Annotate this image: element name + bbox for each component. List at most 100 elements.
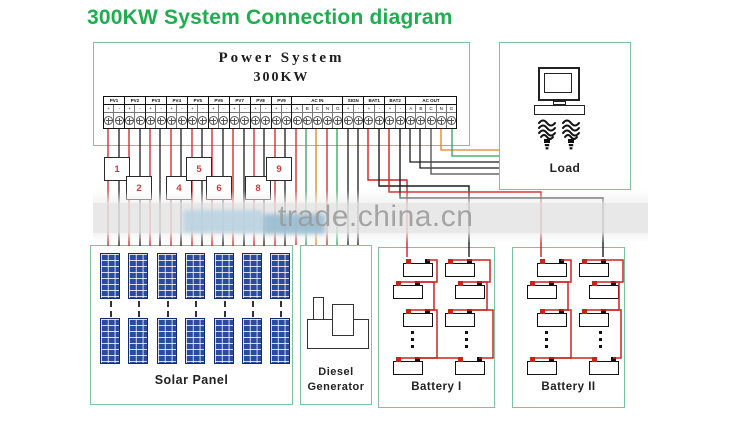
screw-icon [312, 116, 322, 125]
terminal-group-pv8: PV8 + - [250, 97, 272, 128]
terminal: A [406, 105, 417, 128]
terminal-group-pv9: PV9 + - [271, 97, 293, 128]
terminal: G [446, 105, 456, 128]
screw-icon [187, 116, 197, 125]
screw-icon [114, 116, 124, 125]
screw-icon [343, 116, 353, 125]
terminal: - [114, 105, 124, 128]
terminal: - [281, 105, 292, 128]
battery-cell [445, 259, 475, 277]
diesel-generator-box: Diesel Generator [300, 245, 372, 405]
screw-icon [333, 116, 343, 125]
screw-icon [250, 116, 260, 125]
terminal-group-bat2: BAT2 + - [385, 97, 407, 128]
terminal: B [416, 105, 427, 128]
solar-panel [214, 253, 234, 299]
ellipsis-dots-icon [411, 331, 414, 352]
watermark-logo-smudge [183, 210, 263, 233]
terminal: - [395, 105, 406, 128]
solar-panel-label: Solar Panel [154, 373, 229, 387]
screw-icon [395, 116, 405, 125]
terminal: - [156, 105, 166, 128]
terminal: + [208, 105, 220, 128]
terminal: B [302, 105, 313, 128]
screw-icon [374, 116, 384, 125]
screw-icon [125, 116, 135, 125]
terminal-group-ac-in: AC IN A B C N G [292, 97, 344, 128]
watermark-fade-bottom [93, 233, 648, 243]
terminal: - [219, 105, 229, 128]
combiner-box-1: 1 [104, 157, 130, 181]
ellipsis-dots-icon [599, 331, 602, 352]
solar-panel-box: Solar Panel [90, 245, 293, 405]
solar-panel [185, 253, 205, 299]
screw-icon [292, 116, 302, 125]
screw-icon [354, 116, 363, 125]
string-connector-dashes [224, 301, 226, 317]
screw-icon [208, 116, 218, 125]
ellipsis-dots-icon [465, 331, 468, 352]
terminal-group-pv5: PV5 + - [187, 97, 209, 128]
terminal: A [292, 105, 303, 128]
battery2-series-wiring [531, 259, 624, 359]
solar-panel [214, 318, 234, 364]
terminal-group-pv1: PV1 + - [104, 97, 125, 128]
generator-label-line2: Generator [307, 381, 365, 393]
terminal: + [145, 105, 157, 128]
solar-panel [128, 318, 148, 364]
battery-cell [455, 357, 485, 375]
terminal: + [166, 105, 178, 128]
terminal: - [353, 105, 364, 128]
string-connector-dashes [110, 301, 112, 317]
battery-cell [527, 281, 557, 299]
watermark-logo-smudge [263, 214, 325, 234]
battery-cell [537, 309, 567, 327]
screw-icon [146, 116, 156, 125]
screw-icon [364, 116, 374, 125]
load-label: Load [549, 161, 581, 175]
screw-icon [156, 116, 166, 125]
battery-cell [537, 259, 567, 277]
screw-icon [323, 116, 333, 125]
terminal-group-pv4: PV4 + - [166, 97, 188, 128]
battery2-box: Battery II [512, 247, 625, 408]
screw-icon [282, 116, 292, 125]
watermark-text: trade.china.cn [278, 200, 474, 233]
terminal: + [271, 105, 282, 128]
screw-icon [229, 116, 239, 125]
monitor-stand-icon [553, 101, 566, 105]
terminal: C [426, 105, 437, 128]
monitor-base-icon [534, 105, 585, 115]
screw-icon [135, 116, 145, 125]
screw-icon [446, 116, 456, 125]
screw-icon [426, 116, 436, 125]
terminal: + [250, 105, 262, 128]
terminal: + [385, 105, 396, 128]
battery1-box: Battery I [378, 247, 495, 408]
solar-panel [157, 253, 177, 299]
solar-panel [128, 253, 148, 299]
terminal: N [436, 105, 447, 128]
power-system-name: Power System [218, 50, 345, 66]
terminal: + [343, 105, 354, 128]
terminal-group-pv2: PV2 + - [124, 97, 146, 128]
battery-cell [403, 309, 433, 327]
battery-cell [393, 281, 423, 299]
screw-icon [406, 116, 416, 125]
solar-panel [270, 318, 290, 364]
terminal-group-pv7: PV7 + - [229, 97, 251, 128]
terminal: + [229, 105, 241, 128]
terminal: - [261, 105, 271, 128]
battery-cell [455, 281, 485, 299]
solar-panel [185, 318, 205, 364]
battery-cell [589, 281, 619, 299]
battery-cell [579, 259, 609, 277]
terminal-group-pv3: PV3 + - [145, 97, 167, 128]
cfl-bulb-icon [538, 119, 556, 150]
battery-cell [589, 357, 619, 375]
page-title: 300KW System Connection diagram [87, 6, 453, 29]
power-system-capacity: 300KW [253, 70, 310, 85]
screw-icon [240, 116, 250, 125]
screw-icon [104, 116, 114, 125]
battery2-label: Battery II [541, 381, 596, 393]
